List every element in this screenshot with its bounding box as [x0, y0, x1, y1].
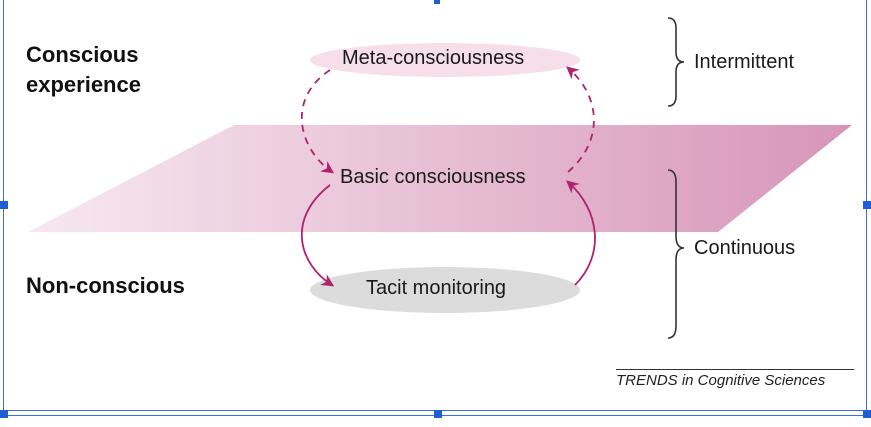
- arrow-tacit-to-basic: [566, 180, 596, 286]
- tacit-monitoring-label: Tacit monitoring: [366, 277, 507, 299]
- resize-handle-right[interactable]: [863, 201, 871, 209]
- intermittent-brace: [667, 17, 685, 107]
- basic-consciousness-label: Basic consciousness: [340, 166, 526, 188]
- conscious-experience-text: Conscious experience: [26, 42, 141, 97]
- continuous-label: Continuous: [694, 237, 796, 259]
- resize-handle-bottom-left[interactable]: [0, 410, 8, 418]
- arrow-basic-to-meta: [566, 66, 595, 173]
- resize-handle-bottom[interactable]: [434, 410, 442, 418]
- arrow-meta-to-basic: [300, 69, 335, 174]
- non-conscious-label: Non-conscious: [26, 273, 185, 298]
- intermittent-label: Intermittent: [694, 51, 795, 73]
- meta-consciousness-ellipse: [310, 43, 580, 77]
- meta-consciousness-label: Meta-consciousness: [342, 47, 525, 69]
- arrow-basic-to-tacit: [300, 184, 335, 287]
- source-credit: TRENDS in Cognitive Sciences: [616, 372, 826, 389]
- credit-rule: [616, 369, 854, 370]
- resize-handle-left[interactable]: [0, 201, 8, 209]
- resize-handle-bottom-right[interactable]: [863, 410, 871, 418]
- consciousness-plane: [28, 125, 852, 232]
- continuous-brace: [667, 169, 685, 339]
- resize-handle-top[interactable]: [434, 0, 440, 4]
- tacit-monitoring-ellipse: [310, 267, 580, 313]
- conscious-experience-label: Conscious experience: [26, 40, 141, 100]
